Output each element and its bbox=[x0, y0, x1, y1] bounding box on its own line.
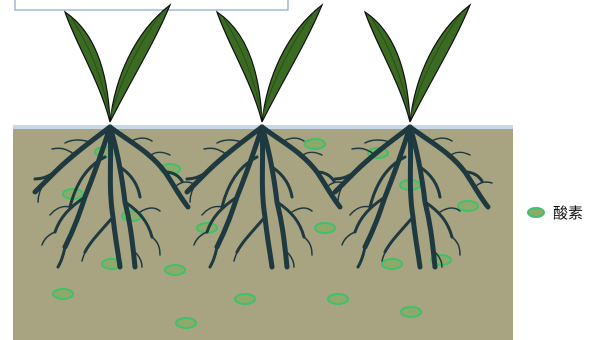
oxygen-bubble bbox=[401, 307, 421, 317]
oxygen-bubble bbox=[458, 201, 478, 211]
oxygen-bubble bbox=[176, 318, 196, 328]
oxygen-bubble bbox=[328, 294, 348, 304]
legend-label-oxygen: 酸素 bbox=[553, 202, 583, 223]
oxygen-bubble bbox=[53, 289, 73, 299]
frame-box-edge bbox=[15, 0, 288, 10]
oxygen-bubble bbox=[315, 223, 335, 233]
oxygen-bubble bbox=[382, 259, 402, 269]
oxygen-bubble-icon bbox=[527, 207, 545, 218]
oxygen-bubble bbox=[305, 139, 325, 149]
oxygen-bubble bbox=[165, 265, 185, 275]
legend: 酸素 bbox=[527, 202, 583, 223]
oxygen-bubble bbox=[235, 294, 255, 304]
